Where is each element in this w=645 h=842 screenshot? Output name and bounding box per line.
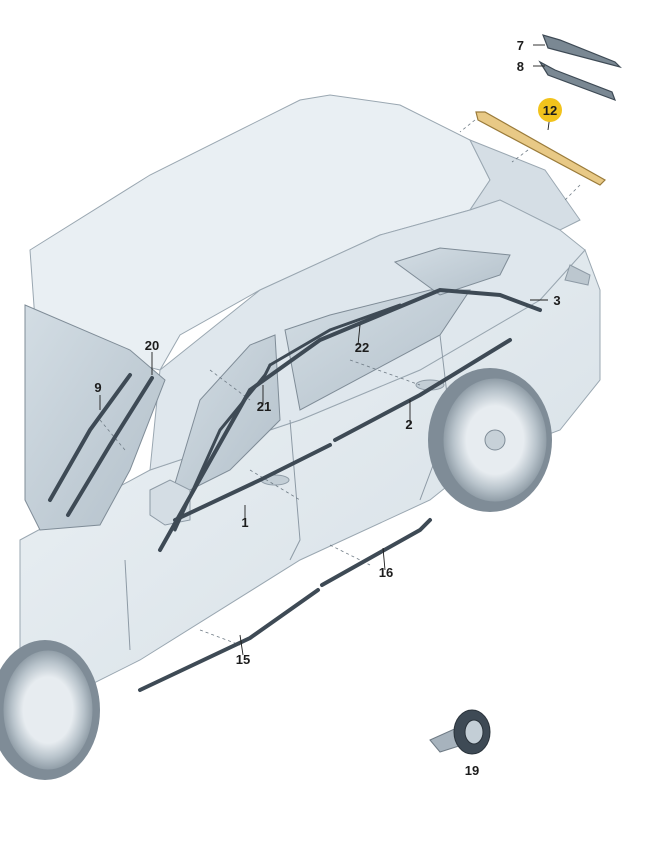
- rear-side-window: [284, 289, 471, 411]
- part-21-trim: [173, 363, 272, 532]
- callout-8: 8: [517, 59, 524, 74]
- rear-wheel: [428, 368, 552, 512]
- part-7-trim: [542, 34, 622, 69]
- callout-1: 1: [241, 515, 248, 530]
- part-16-molding: [320, 518, 432, 587]
- front-side-window: [169, 334, 281, 501]
- callout-16: 16: [379, 565, 393, 580]
- windshield: [24, 304, 166, 531]
- callout-20: 20: [145, 338, 159, 353]
- part-12-roof-trim: [475, 111, 606, 186]
- side-mirror: [149, 479, 191, 526]
- part-20-trim: [66, 376, 154, 517]
- part-9-trim: [48, 373, 132, 502]
- part-19-tape-roll: [429, 709, 491, 755]
- callout-9: 9: [94, 380, 101, 395]
- part-22-trim: [268, 303, 402, 367]
- callout-15: 15: [236, 652, 250, 667]
- callout-labels: 7 8 12 3 20 9 22 21 2 1 16 15 19: [94, 38, 562, 778]
- quarter-window: [393, 247, 511, 296]
- callout-12: 12: [543, 103, 557, 118]
- callout-22: 22: [355, 340, 369, 355]
- part-15-molding: [138, 588, 320, 692]
- callout-21: 21: [257, 399, 271, 414]
- callout-7: 7: [517, 38, 524, 53]
- car-body: [19, 94, 601, 721]
- part-1-molding: [173, 443, 332, 522]
- part-2-molding: [333, 338, 512, 442]
- callout-3: 3: [553, 293, 560, 308]
- callout-2: 2: [405, 417, 412, 432]
- trim-parts: [48, 34, 622, 692]
- part-8-trim: [538, 60, 617, 102]
- callout-12-highlight: [538, 98, 562, 122]
- front-wheel: [0, 640, 100, 780]
- callout-19: 19: [465, 763, 479, 778]
- part-3-molding: [158, 287, 542, 552]
